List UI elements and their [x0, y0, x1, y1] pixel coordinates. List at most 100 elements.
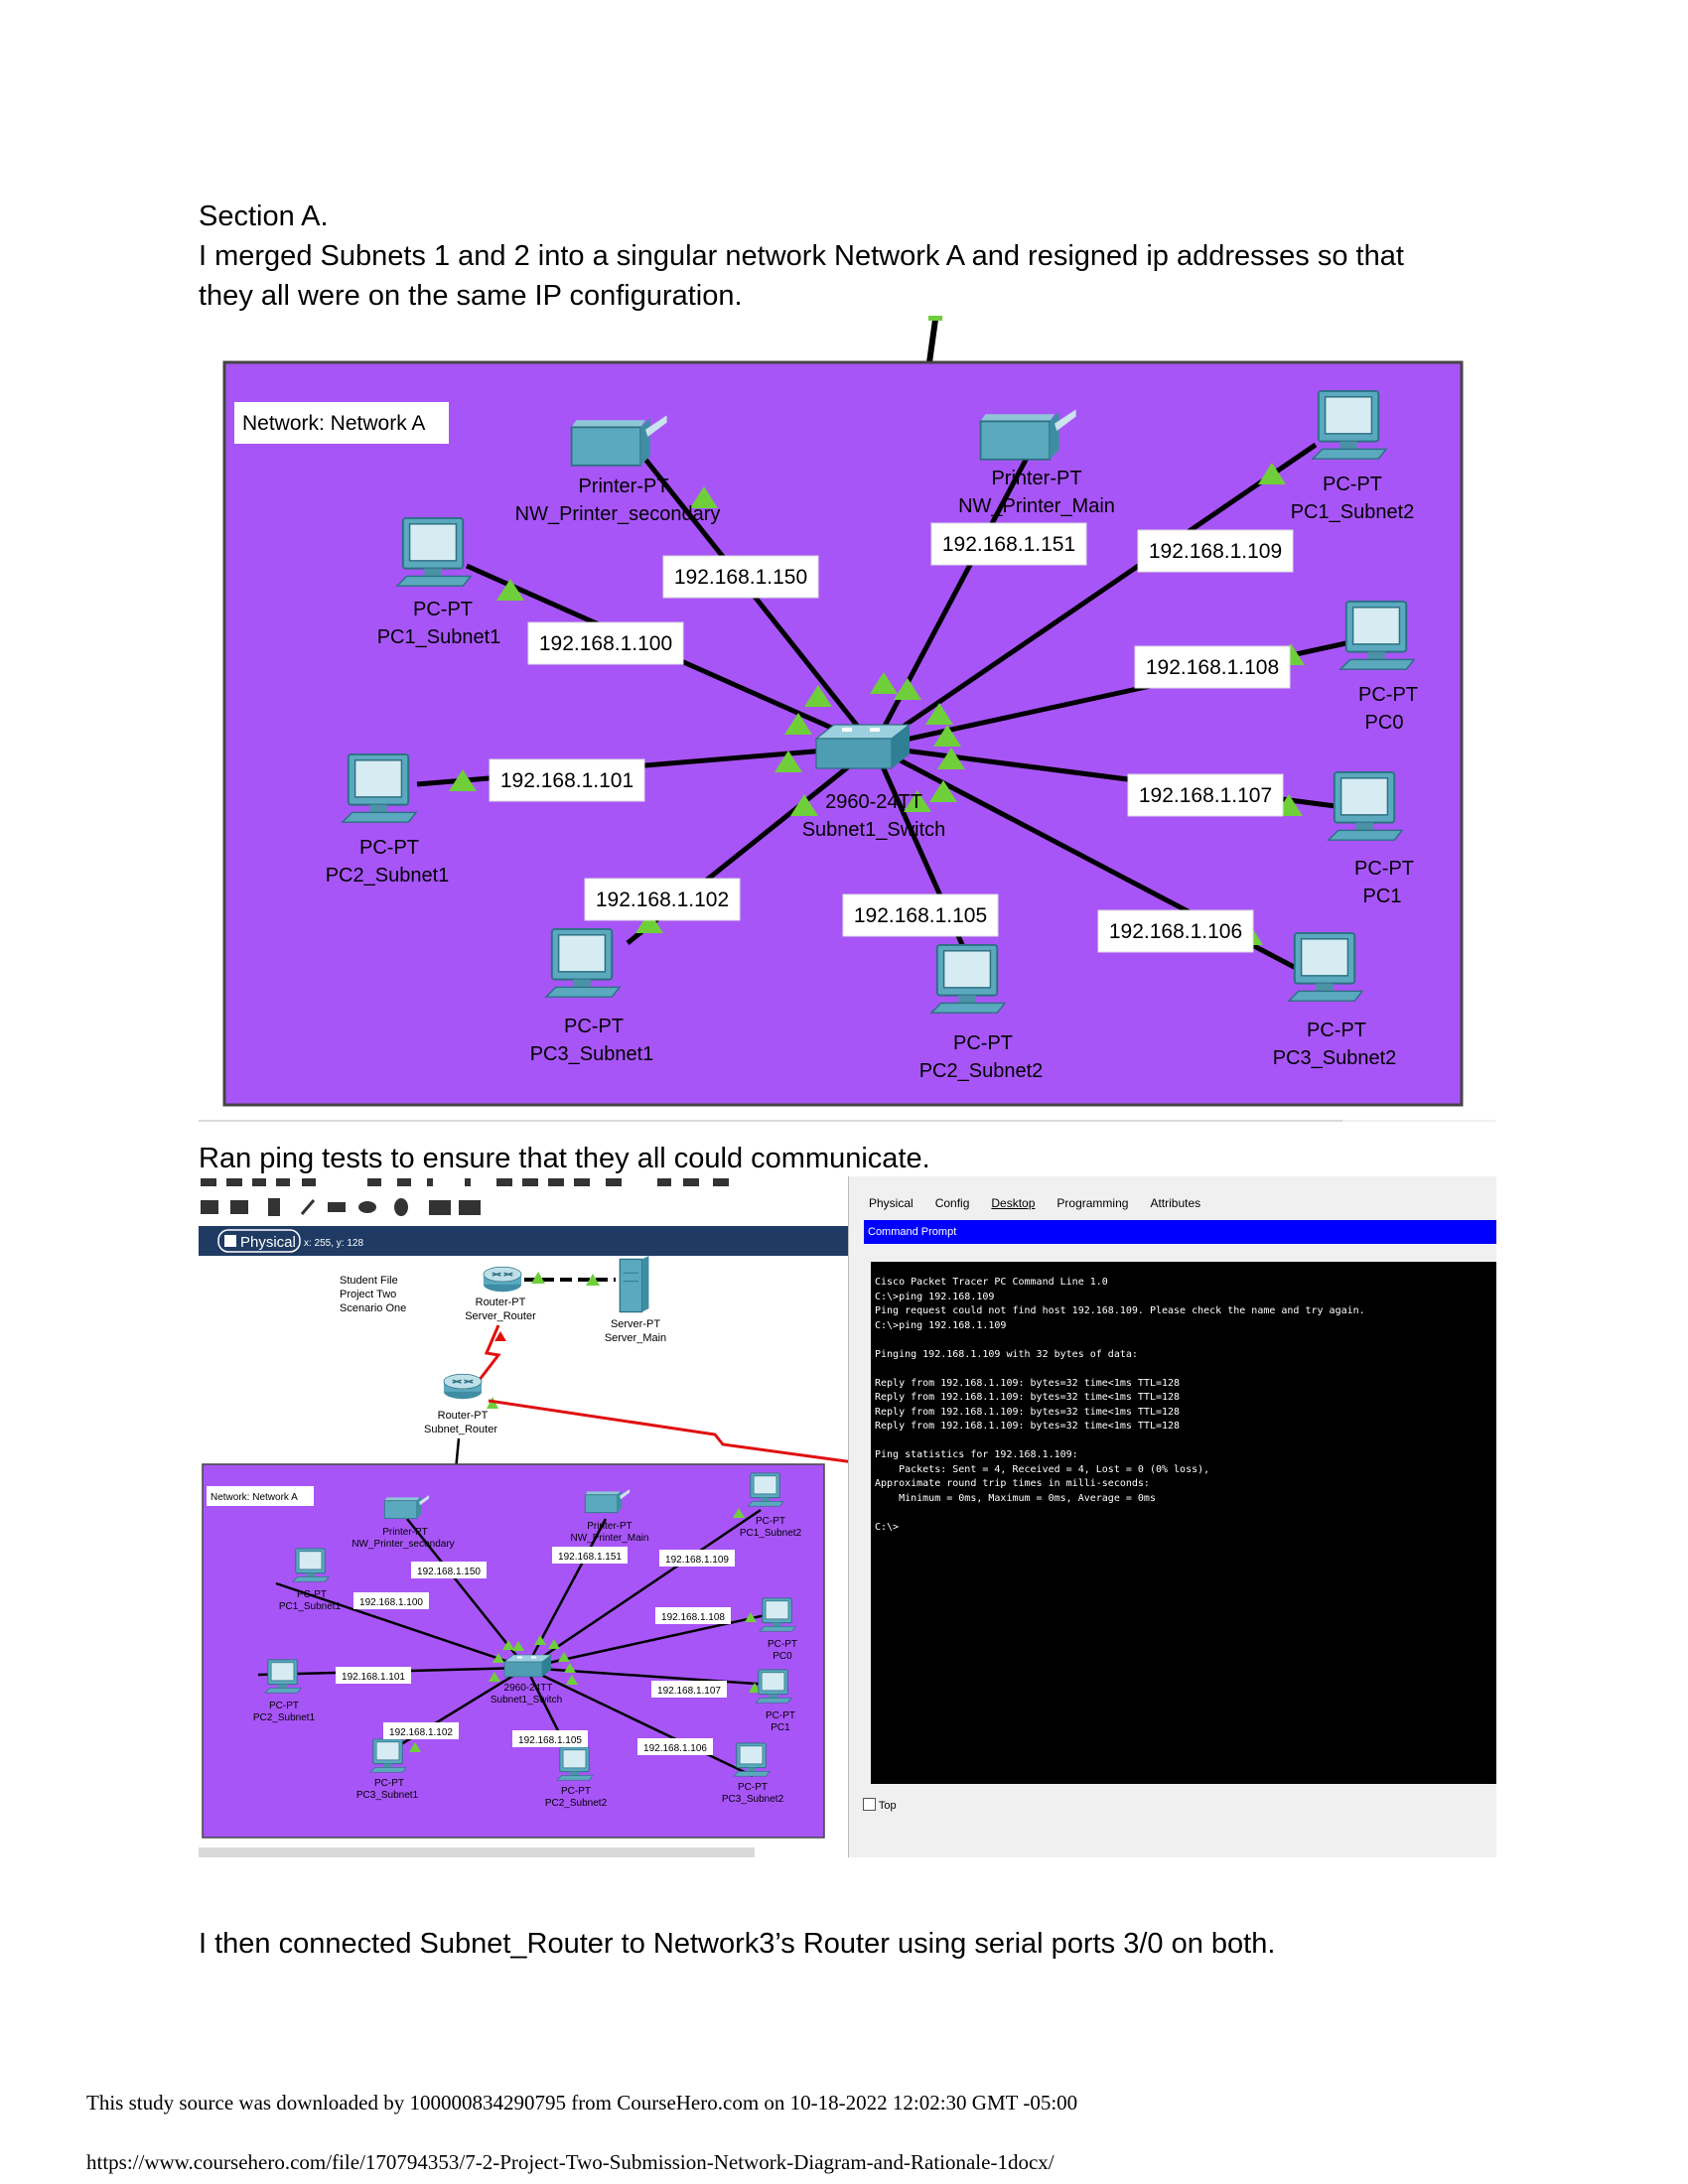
mini-printer-secondary-type: Printer-PT: [382, 1527, 428, 1538]
printer-main-name: NW_Printer_Main: [958, 495, 1115, 517]
console-window[interactable]: Cisco Packet Tracer PC Command Line 1.0 …: [871, 1262, 1496, 1784]
mini-ip-pc2-subnet2: 192.168.1.105: [518, 1735, 582, 1746]
mini-pc0-type: PC-PT: [768, 1639, 797, 1650]
pc2-subnet2-type: PC-PT: [953, 1032, 1013, 1054]
mini-pc1-subnet1-type: PC-PT: [297, 1589, 327, 1600]
mini-ip-pc1: 192.168.1.107: [657, 1686, 721, 1697]
mini-printer-secondary-name: NW_Printer_secondary: [352, 1539, 454, 1550]
mini-printer-main-name: NW_Printer_Main: [571, 1533, 649, 1544]
mini-pc2-subnet2-name: PC2_Subnet2: [545, 1798, 608, 1809]
network-diagram-main: Network: Network A 192.168.1.150: [199, 316, 1495, 1122]
ip-pc1-subnet2: 192.168.1.109: [1149, 540, 1282, 563]
mini-pc1-subnet1-name: PC1_Subnet1: [279, 1601, 342, 1612]
pc1-subnet1-icon[interactable]: [395, 516, 473, 588]
mini-pc3-subnet2-icon[interactable]: [733, 1742, 771, 1777]
ping-text: Ran ping tests to ensure that they all c…: [199, 1143, 930, 1174]
ip-pc1-subnet1: 192.168.1.100: [539, 632, 672, 655]
server-main-icon[interactable]: [619, 1256, 650, 1313]
packet-tracer-workspace: Physical x: 255, y: 128 Student File Pro…: [199, 1176, 854, 1857]
ip-pc2-subnet2: 192.168.1.105: [854, 904, 987, 927]
mini-pc3-subnet1-type: PC-PT: [374, 1778, 404, 1789]
pc-config-dialog: Physical Config Desktop Programming Attribut…: [848, 1176, 1496, 1857]
checkbox-box[interactable]: [863, 1798, 876, 1811]
pc1-subnet2-icon[interactable]: [1311, 389, 1388, 461]
mini-network-label: Network: Network A: [211, 1492, 298, 1503]
pc3-subnet1-type: PC-PT: [564, 1016, 624, 1037]
connect-text: I then connected Subnet_Router to Networ…: [199, 1928, 1276, 1960]
note-line-1: Student File: [340, 1275, 398, 1287]
pc1-icon[interactable]: [1327, 770, 1404, 842]
pc1-subnet2-name: PC1_Subnet2: [1291, 501, 1415, 523]
tab-attributes[interactable]: Attributes: [1150, 1196, 1201, 1210]
subnet-router-name: Subnet_Router: [424, 1424, 497, 1435]
mini-ip-pc1-subnet2: 192.168.1.109: [665, 1555, 729, 1566]
footer-source: This study source was downloaded by 1000…: [86, 2091, 1078, 2115]
footer-url[interactable]: https://www.coursehero.com/file/17079435…: [86, 2150, 1055, 2174]
console-output: Cisco Packet Tracer PC Command Line 1.0 …: [875, 1277, 1365, 1533]
mini-pc1-icon[interactable]: [755, 1669, 792, 1704]
pc3-subnet2-icon[interactable]: [1287, 931, 1364, 1003]
mini-pc3-subnet2-name: PC3_Subnet2: [722, 1794, 784, 1805]
ip-printer-main: 192.168.1.151: [942, 533, 1075, 556]
mini-pc1-subnet1-icon[interactable]: [292, 1548, 330, 1582]
mini-switch-name: Subnet1_Switch: [491, 1695, 562, 1706]
server-router-name: Server_Router: [465, 1310, 536, 1322]
note-line-3: Scenario One: [340, 1302, 406, 1314]
tab-programming[interactable]: Programming: [1056, 1196, 1129, 1210]
mini-pc0-icon[interactable]: [759, 1597, 796, 1632]
pc3-subnet2-type: PC-PT: [1307, 1020, 1366, 1041]
mini-ip-pc1-subnet1: 192.168.1.100: [359, 1597, 423, 1608]
mini-ip-pc3-subnet2: 192.168.1.106: [643, 1743, 707, 1754]
pc2-subnet2-name: PC2_Subnet2: [919, 1060, 1044, 1082]
ip-pc0: 192.168.1.108: [1146, 656, 1279, 679]
dialog-tabs: Physical Config Desktop Programming Attribut…: [869, 1196, 1222, 1210]
mini-pc3-subnet2-type: PC-PT: [738, 1782, 768, 1793]
mini-pc1-subnet2-icon[interactable]: [747, 1472, 784, 1507]
command-prompt-titlebar: Command Prompt: [864, 1220, 1496, 1244]
pc3-subnet1-name: PC3_Subnet1: [530, 1043, 654, 1065]
pc3-subnet1-icon[interactable]: [544, 927, 622, 999]
printer-secondary-type: Printer-PT: [578, 476, 668, 497]
pc1-name: PC1: [1363, 886, 1402, 907]
ip-pc3-subnet1: 192.168.1.102: [596, 888, 729, 911]
mini-ip-printer-secondary: 192.168.1.150: [417, 1567, 481, 1577]
tab-config[interactable]: Config: [934, 1196, 970, 1210]
server-main-type: Server-PT: [611, 1318, 660, 1330]
server-router-icon[interactable]: [483, 1266, 522, 1293]
server-main-name: Server_Main: [605, 1332, 666, 1344]
switch-icon[interactable]: [815, 724, 911, 769]
pc0-name: PC0: [1365, 712, 1404, 734]
physical-mode-tab[interactable]: Physical: [240, 1234, 296, 1251]
mini-pc2-subnet2-type: PC-PT: [561, 1786, 591, 1797]
tab-physical[interactable]: Physical: [869, 1196, 914, 1210]
pc2-subnet2-icon[interactable]: [929, 943, 1007, 1015]
pc2-subnet1-icon[interactable]: [341, 752, 418, 824]
mini-pc2-subnet1-name: PC2_Subnet1: [253, 1712, 316, 1723]
tab-desktop[interactable]: Desktop: [991, 1196, 1036, 1210]
mini-pc2-subnet1-icon[interactable]: [264, 1659, 302, 1694]
pc1-subnet1-type: PC-PT: [413, 599, 473, 620]
mini-switch-icon[interactable]: [503, 1654, 552, 1678]
mini-pc1-name: PC1: [771, 1722, 790, 1733]
mini-pc3-subnet1-name: PC3_Subnet1: [356, 1790, 419, 1801]
screenshot-composite: Physical x: 255, y: 128 Student File Pro…: [199, 1176, 1496, 1857]
mini-pc3-subnet1-icon[interactable]: [369, 1738, 407, 1773]
mini-pc1-subnet2-name: PC1_Subnet2: [740, 1528, 802, 1539]
mini-ip-pc3-subnet1: 192.168.1.102: [389, 1727, 453, 1738]
ip-pc3-subnet2: 192.168.1.106: [1109, 920, 1242, 943]
coordinates-readout: x: 255, y: 128: [304, 1238, 363, 1249]
printer-main-type: Printer-PT: [991, 468, 1081, 489]
pc1-type: PC-PT: [1354, 858, 1414, 880]
mini-pc2-subnet2-icon[interactable]: [556, 1746, 594, 1781]
top-checkbox[interactable]: Top: [863, 1798, 897, 1812]
subnet-router-icon[interactable]: [443, 1373, 483, 1400]
intro-line-1: I merged Subnets 1 and 2 into a singular…: [199, 240, 1404, 272]
pc3-subnet2-name: PC3_Subnet2: [1273, 1047, 1397, 1069]
top-checkbox-label: Top: [878, 1800, 897, 1812]
pc2-subnet1-type: PC-PT: [359, 837, 419, 859]
network-label: Network: Network A: [242, 412, 425, 435]
pc0-icon[interactable]: [1338, 600, 1416, 671]
mini-ip-pc0: 192.168.1.108: [661, 1612, 725, 1623]
pc0-type: PC-PT: [1358, 684, 1418, 706]
pc1-subnet1-name: PC1_Subnet1: [377, 626, 501, 648]
